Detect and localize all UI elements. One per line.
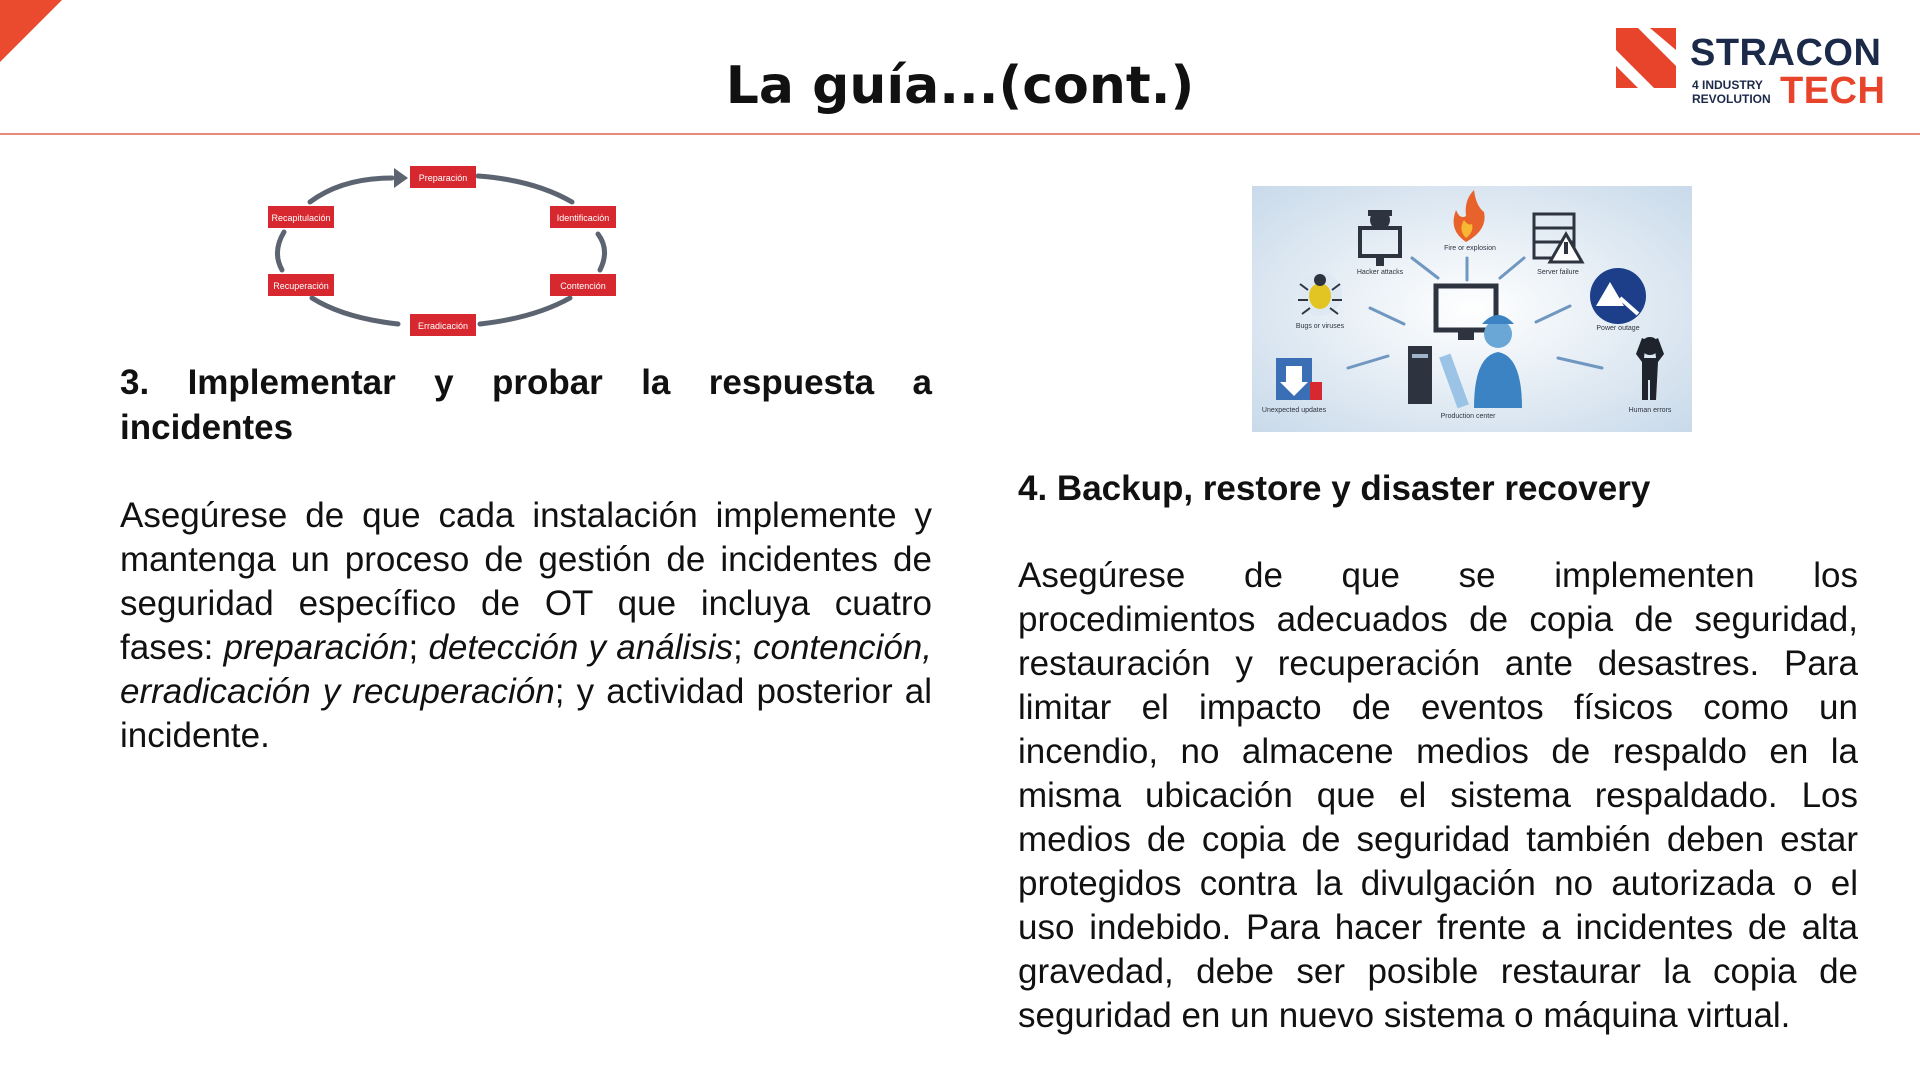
section4-heading: 4. Backup, restore y disaster recovery [1018, 469, 1651, 508]
label-unexpected-updates: Unexpected updates [1262, 407, 1327, 414]
stracon-logo-icon [1616, 28, 1676, 88]
cycle-phase-contencion: Contención [560, 281, 606, 291]
cycle-arc-left [275, 229, 287, 273]
cycle-phase-recuperacion: Recuperación [273, 281, 329, 291]
cycle-phase-identificacion: Identificación [557, 213, 610, 223]
logo-subtitle: 4 INDUSTRY REVOLUTION [1692, 78, 1771, 106]
unexpected-updates-icon [1276, 358, 1322, 400]
label-human-errors: Human errors [1629, 407, 1672, 414]
section3-sep2: ; [733, 628, 753, 667]
corner-accent [0, 0, 62, 62]
stracon-tech-logo: STRACON 4 INDUSTRY REVOLUTION TECH [1612, 26, 1892, 112]
label-production-center: Production center [1441, 413, 1497, 420]
label-power-outage: Power outage [1596, 325, 1639, 332]
section3-sep1: ; [408, 628, 429, 667]
cycle-phase-recapitulacion: Recapitulación [271, 213, 330, 223]
cycle-arc-bottom-right [477, 295, 573, 327]
cycle-arrowhead-icon [394, 168, 408, 188]
logo-sub-line1: 4 INDUSTRY [1692, 78, 1763, 92]
power-outage-icon [1590, 268, 1646, 324]
fire-icon [1453, 190, 1485, 242]
production-center-icon [1408, 283, 1522, 409]
label-server-failure: Server failure [1537, 269, 1579, 276]
cycle-phase-preparacion: Preparación [419, 173, 468, 183]
section3-heading: 3. Implementar y probar la respuesta a i… [120, 363, 932, 447]
disaster-risks-illustration: Hacker attacks Fire or explosion Server … [1252, 186, 1692, 432]
logo-stracon-text: STRACON [1690, 32, 1882, 74]
section3-body-end: ; y actividad posterior al incidente. [120, 672, 933, 755]
server-failure-icon [1532, 212, 1585, 264]
section4-body: Asegúrese de que se implementen los proc… [1018, 556, 1858, 1035]
title-divider [0, 133, 1920, 135]
section3-phase-contencion: contención, erradicación y recuperación [120, 628, 933, 711]
bug-icon [1298, 272, 1342, 316]
hacker-icon [1358, 210, 1402, 266]
label-fire-explosion: Fire or explosion [1444, 245, 1496, 252]
human-errors-icon [1636, 337, 1664, 400]
section3-body-intro: Asegúrese de que cada instalación implem… [120, 496, 932, 667]
incident-cycle-diagram: Preparación Identificación Contención Er… [268, 166, 616, 336]
label-hacker-attacks: Hacker attacks [1357, 269, 1404, 276]
section3-body: Asegúrese de que cada instalación implem… [120, 494, 932, 758]
cycle-arc-bottom-left [309, 295, 401, 327]
section3-phase-preparacion: preparación [223, 628, 409, 667]
cycle-arc-top-left [307, 175, 395, 205]
logo-tech-text: TECH [1780, 70, 1886, 112]
label-bugs-viruses: Bugs or viruses [1296, 323, 1345, 330]
page-title: La guía...(cont.) [725, 56, 1195, 116]
cycle-arc-right [595, 231, 607, 273]
cycle-phase-erradicacion: Erradicación [418, 321, 468, 331]
cycle-arc-top-right [475, 173, 575, 205]
section3-phase-deteccion: detección y análisis [428, 628, 733, 667]
logo-sub-line2: REVOLUTION [1692, 92, 1771, 106]
